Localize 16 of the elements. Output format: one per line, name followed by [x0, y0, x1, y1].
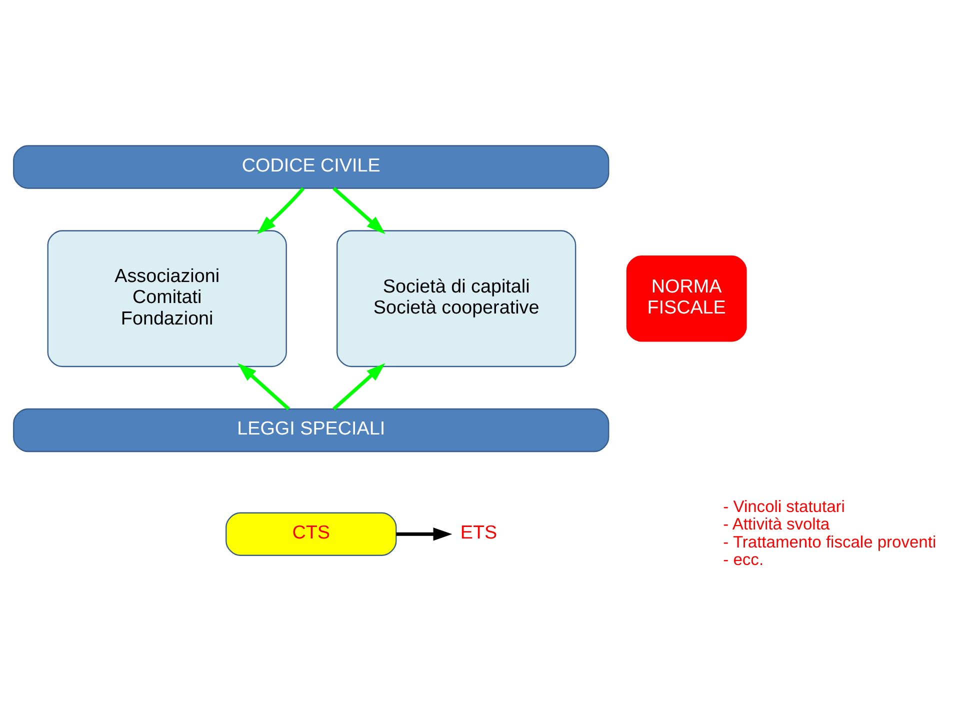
- node-box: CTS: [226, 512, 397, 556]
- node-box: Società di capitali Società cooperative: [336, 230, 576, 368]
- label: - Attività svolta: [723, 514, 830, 534]
- arrow: [332, 363, 386, 410]
- arrow: [257, 187, 305, 234]
- label: - Vincoli statutari: [723, 496, 845, 516]
- node-box: CODICE CIVILE: [13, 145, 610, 189]
- node-box: Associazioni Comitati Fondazioni: [47, 230, 287, 368]
- label: - ecc.: [723, 550, 764, 570]
- arrow: [332, 187, 386, 234]
- arrow: [238, 363, 290, 410]
- node-box: NORMA FISCALE: [626, 256, 747, 342]
- label: - Trattamento fiscale proventi: [723, 532, 936, 552]
- node-box: LEGGI SPECIALI: [13, 408, 610, 452]
- arrow: [396, 528, 452, 541]
- node-text: ETS: [460, 522, 498, 544]
